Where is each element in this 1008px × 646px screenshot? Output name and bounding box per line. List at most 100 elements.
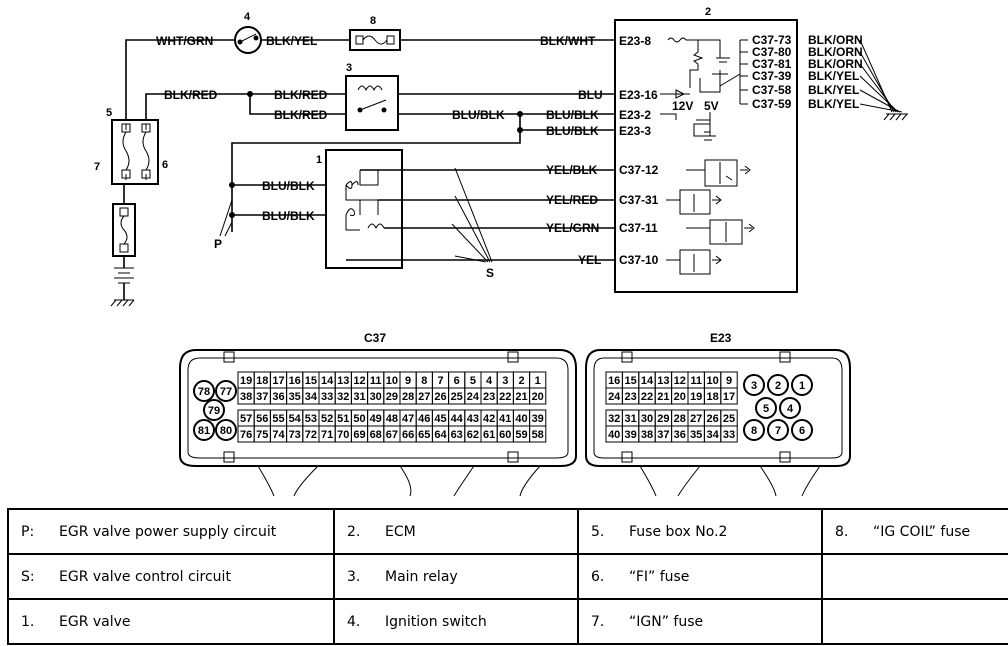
egr-valve (325, 149, 403, 269)
connector-pin-number: 24 (608, 391, 621, 403)
legend-cell: 1.EGR valve (7, 598, 335, 645)
legend-cell: 5.Fuse box No.2 (577, 508, 823, 555)
wire-label-blk-red-main: BLK/RED (164, 88, 218, 102)
connector-round-pin (767, 419, 789, 441)
connector-pin-number: 17 (272, 375, 284, 387)
connector-pin-number: 5 (470, 375, 476, 387)
terminal-e23-2: E23-2 (619, 108, 651, 122)
connector-pin-number: 15 (624, 375, 636, 387)
legend-cell: 7. “IGN” fuse (577, 598, 823, 645)
ecm-ground-wire-label: BLK/YEL (808, 83, 859, 97)
connector-pin-number: 75 (256, 429, 268, 441)
battery (110, 256, 135, 307)
connector-pin-number: 23 (624, 391, 636, 403)
legend-cell: 6.“FI” fuse (577, 553, 823, 600)
connector-pin-number: 21 (515, 391, 527, 403)
wire-label-yel-grn: YEL/GRN (546, 221, 599, 235)
callout-4: 4 (244, 11, 251, 23)
connector-pin-number: 74 (272, 429, 285, 441)
wire-label-yel: YEL (578, 253, 601, 267)
ecm-ground-wire-label: BLK/YEL (808, 69, 859, 83)
connector-round-pin-number: 4 (787, 403, 794, 415)
legend-key: 1. (21, 613, 35, 630)
legend-key: 8. (835, 523, 849, 540)
wire-label-yel-blk: YEL/BLK (546, 163, 598, 177)
connector-pin-number: 34 (706, 429, 719, 441)
connector-pin-number: 54 (289, 413, 302, 425)
ecm-ground-wire-label: BLK/YEL (808, 97, 859, 111)
connector-pin-number: 72 (305, 429, 317, 441)
connector-pin-number: 25 (451, 391, 463, 403)
legend-key: 3. (347, 568, 361, 585)
legend-cell: 8.“IG COIL” fuse (821, 508, 1008, 555)
terminal-e23-8: E23-8 (619, 34, 651, 48)
connector-pin-number: 16 (608, 375, 620, 387)
connector-pin-number: 60 (499, 429, 511, 441)
connector-pin-number: 29 (386, 391, 398, 403)
main-relay (345, 75, 399, 131)
connector-round-pin (193, 380, 215, 402)
connector-pin-number: 15 (305, 375, 317, 387)
connector-pin-number: 41 (499, 413, 511, 425)
connector-pin-number: 22 (499, 391, 511, 403)
connector-pin-number: 68 (370, 429, 382, 441)
legend-key: 2. (347, 523, 361, 540)
connector-pin-number: 43 (467, 413, 479, 425)
connector-pin-number: 33 (321, 391, 333, 403)
connector-pin-cell (720, 387, 738, 405)
legend-key: 7. (591, 613, 605, 630)
connector-pin-number: 52 (321, 413, 333, 425)
connector-pin-number: 2 (518, 375, 524, 387)
connector-pin-cell (529, 425, 547, 443)
wiring-diagram: WHT/GRN BLK/YEL BLK/WHT BLK/RED BLK/RED … (94, 6, 908, 497)
connector-round-pin (755, 397, 777, 419)
connector-pin-number: 23 (483, 391, 495, 403)
wire-label-blk-red-1: BLK/RED (274, 88, 328, 102)
legend-cell (821, 598, 1008, 645)
wire-label-wht-grn: WHT/GRN (156, 34, 213, 48)
legend-text: “IGN” fuse (629, 613, 704, 630)
terminal-e23-3: E23-3 (619, 124, 651, 138)
connector-pin-number: 40 (515, 413, 527, 425)
legend-cell: P:EGR valve power supply circuit (7, 508, 335, 555)
connector-pin-number: 46 (418, 413, 430, 425)
connector-pin-number: 25 (723, 413, 735, 425)
connector-pin-number: 58 (532, 429, 544, 441)
legend-cell: S:EGR valve control circuit (7, 553, 335, 600)
fuse-box-no2 (111, 119, 159, 185)
connector-pin-number: 7 (437, 375, 443, 387)
connector-round-pin (791, 419, 813, 441)
connector-pin-number: 42 (483, 413, 495, 425)
connector-pin-number: 56 (256, 413, 268, 425)
connector-pin-number: 36 (674, 429, 686, 441)
connector-pin-number: 63 (451, 429, 463, 441)
legend-text: Main relay (385, 568, 458, 585)
connector-pin-number: 64 (434, 429, 447, 441)
connector-pin-number: 39 (624, 429, 636, 441)
connector-pin-number: 18 (706, 391, 718, 403)
connector-round-pin-number: 8 (751, 425, 757, 437)
connector-pin-number: 37 (657, 429, 669, 441)
ecm-internal-circuits (660, 37, 755, 275)
wire-label-blu-blk-valve-2: BLU/BLK (262, 209, 315, 223)
ecm-ground-terminal-label: C37-39 (752, 69, 792, 83)
connector-pin-number: 28 (674, 413, 686, 425)
connector-pin-number: 37 (256, 391, 268, 403)
legend-key: 4. (347, 613, 361, 630)
connector-pin-number: 70 (337, 429, 349, 441)
legend-text: ECM (385, 523, 416, 540)
connector-round-pin-number: 79 (208, 405, 220, 417)
connector-pin-number: 18 (256, 375, 268, 387)
connector-pin-number: 9 (726, 375, 732, 387)
connector-pin-number: 47 (402, 413, 414, 425)
callout-8: 8 (370, 15, 376, 27)
connector-pin-number: 30 (641, 413, 653, 425)
connector-pin-number: 3 (502, 375, 508, 387)
connector-pin-number: 8 (421, 375, 427, 387)
connector-round-pin-number: 81 (198, 425, 210, 437)
ecm-ground-symbol (883, 113, 908, 121)
connector-pin-number: 76 (240, 429, 252, 441)
